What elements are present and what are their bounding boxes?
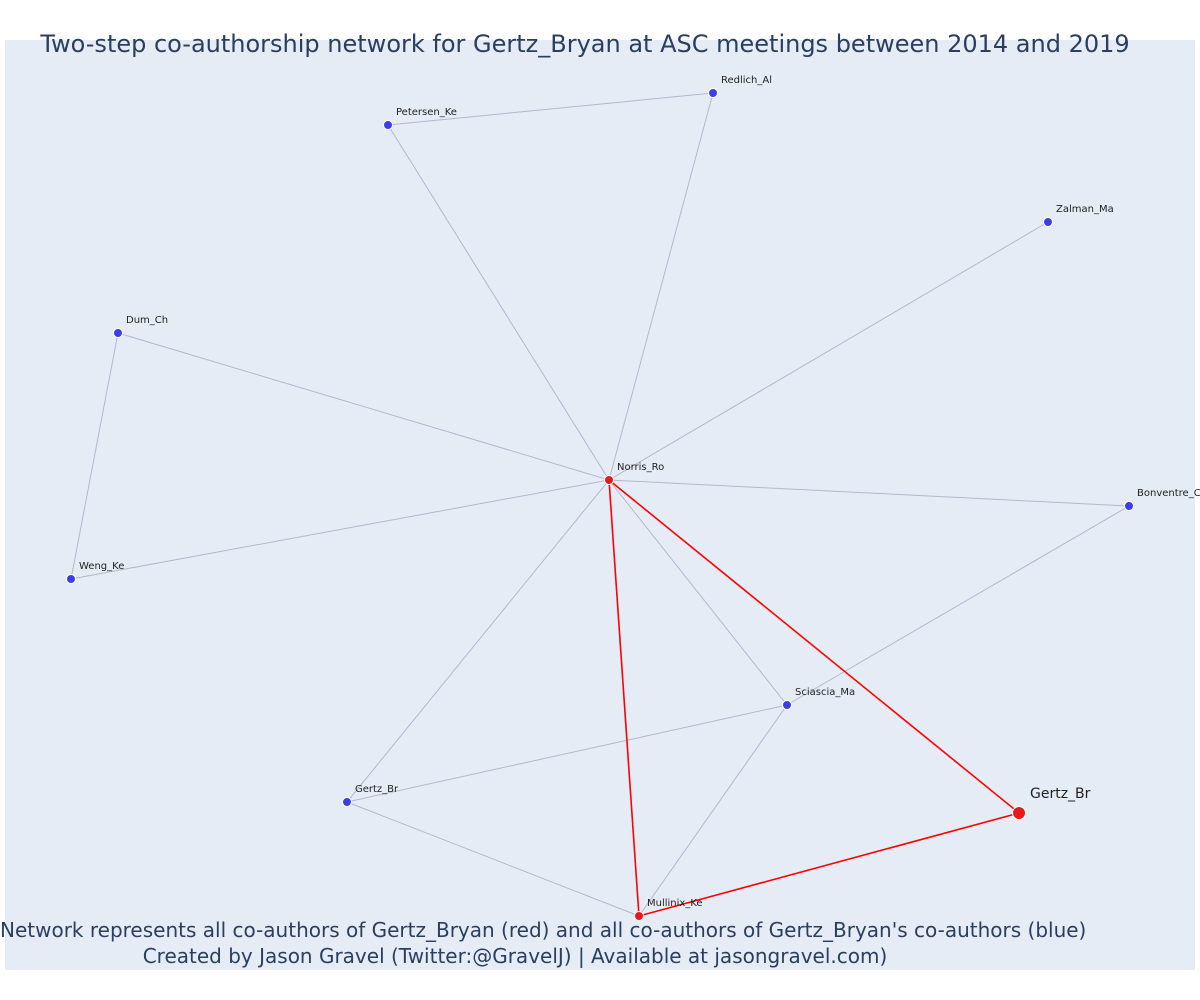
node-petersen[interactable] <box>383 120 393 130</box>
node-label-sciascia: Sciascia_Ma <box>795 687 855 698</box>
node-weng[interactable] <box>66 574 76 584</box>
node-bonventre[interactable] <box>1124 501 1134 511</box>
node-label-redlich: Redlich_Al <box>721 75 772 86</box>
node-label-zalman: Zalman_Ma <box>1056 204 1114 215</box>
node-label-petersen: Petersen_Ke <box>396 107 457 118</box>
edge-gertz-small-sciascia <box>346 704 788 803</box>
edge-mullinix-gertz-focal <box>638 812 1020 917</box>
node-label-gertz-small: Gertz_Br <box>355 784 399 795</box>
edge-gertz-small-mullinix <box>346 801 640 917</box>
node-gertz-small[interactable] <box>342 797 352 807</box>
edge-petersen-norris <box>387 124 610 481</box>
node-label-gertz-focal: Gertz_Br <box>1030 786 1091 802</box>
label-layer: Redlich_AlPetersen_KeZalman_MaDum_ChNorr… <box>79 75 1200 909</box>
edge-norris-mullinix <box>608 479 640 917</box>
node-dum[interactable] <box>113 328 123 338</box>
edge-petersen-redlich <box>387 92 714 126</box>
edge-bonventre-norris <box>608 479 1130 507</box>
edge-sciascia-mullinix <box>638 704 788 917</box>
edge-bonventre-sciascia <box>786 505 1130 706</box>
figure-title: Two-step co-authorship network for Gertz… <box>40 30 1130 58</box>
node-sciascia[interactable] <box>782 700 792 710</box>
caption-line-2: Created by Jason Gravel (Twitter:@Gravel… <box>142 944 888 968</box>
edge-zalman-norris <box>608 221 1049 481</box>
edge-dum-norris <box>117 332 610 481</box>
node-label-dum: Dum_Ch <box>126 315 168 326</box>
edge-redlich-norris <box>608 92 714 481</box>
node-norris[interactable] <box>604 475 614 485</box>
node-layer <box>66 88 1134 921</box>
node-label-mullinix: Mullinix_Ke <box>647 898 703 909</box>
edge-dum-weng <box>70 332 119 580</box>
edge-norris-sciascia <box>608 479 788 706</box>
node-redlich[interactable] <box>708 88 718 98</box>
edge-norris-gertz-small <box>346 479 610 803</box>
node-label-weng: Weng_Ke <box>79 561 124 572</box>
edge-norris-gertz-focal <box>608 479 1020 814</box>
edge-layer <box>70 92 1130 917</box>
caption-line-1: Network represents all co-authors of Ger… <box>0 918 1087 942</box>
plot-area <box>5 40 1195 970</box>
node-gertz-focal[interactable] <box>1012 806 1026 820</box>
node-zalman[interactable] <box>1043 217 1053 227</box>
edge-weng-norris <box>70 479 610 580</box>
node-label-norris: Norris_Ro <box>617 462 664 473</box>
node-label-bonventre: Bonventre_C <box>1137 488 1200 499</box>
node-mullinix[interactable] <box>634 911 644 921</box>
